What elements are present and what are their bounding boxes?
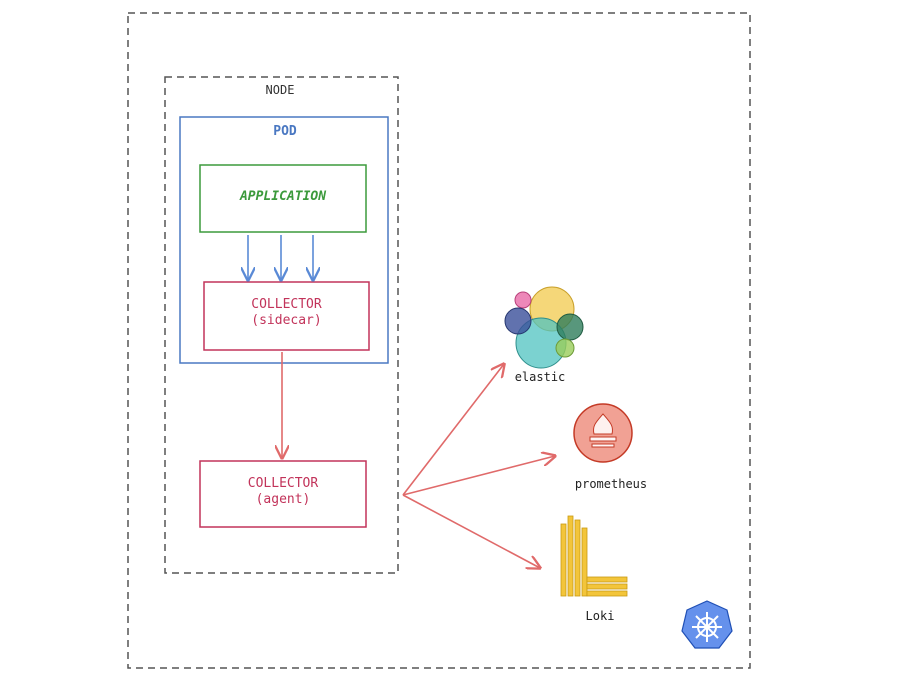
agent-to-elastic-arrow — [402, 364, 504, 496]
pod-box — [179, 116, 389, 364]
collector-agent-box — [199, 460, 367, 528]
cluster-boundary — [127, 12, 751, 669]
loki-logo-icon — [560, 515, 628, 597]
elastic-logo-icon — [504, 286, 584, 369]
prometheus-logo-icon — [573, 403, 633, 463]
agent-to-loki-arrow — [402, 494, 540, 568]
collector-sidecar-label: COLLECTOR (sidecar) — [204, 297, 369, 330]
collector-agent-title: COLLECTOR — [247, 476, 319, 491]
node-boundary — [164, 76, 399, 574]
collector-agent-label: COLLECTOR (agent) — [200, 476, 366, 509]
pod-label: POD — [273, 124, 297, 139]
collector-agent-subtitle: (agent) — [255, 492, 311, 508]
node-label: NODE — [265, 83, 295, 97]
prometheus-label: prometheus — [574, 477, 648, 491]
collector-sidecar-subtitle: (sidecar) — [251, 313, 322, 329]
agent-to-prometheus-arrow — [402, 456, 555, 496]
elastic-label: elastic — [514, 370, 566, 384]
collector-sidecar-title: COLLECTOR — [251, 297, 322, 312]
application-label: APPLICATION — [239, 189, 327, 204]
kubernetes-helm-icon — [681, 600, 733, 649]
loki-label: Loki — [585, 609, 615, 623]
application-box — [199, 164, 367, 233]
collector-sidecar-box — [203, 281, 370, 351]
